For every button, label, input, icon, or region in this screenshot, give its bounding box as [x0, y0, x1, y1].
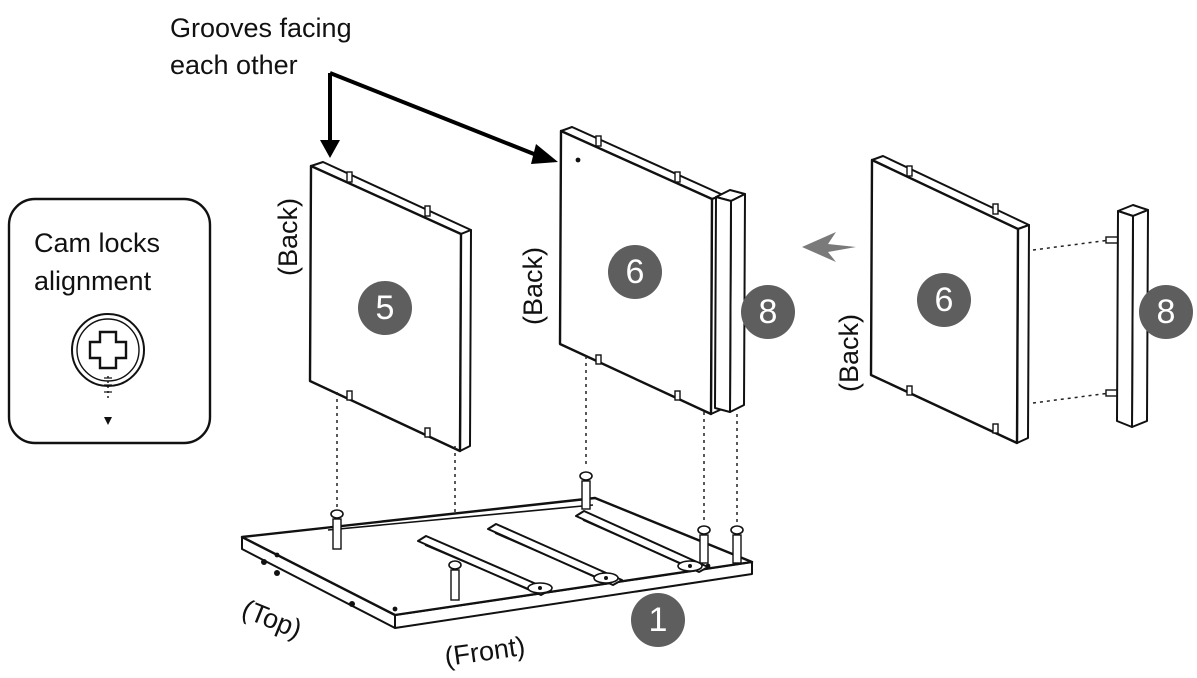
cam-locks-callout: Cam locks alignment: [7, 197, 212, 445]
badge-1: [631, 593, 685, 647]
panel-6-right: 6: [869, 155, 1030, 445]
base-panel-1: 1: [240, 471, 754, 647]
rail-8-middle: 8: [714, 189, 795, 413]
cam-screw: [448, 560, 462, 601]
top-label: (Top): [238, 594, 306, 645]
rail-8-right: 8: [1032, 204, 1193, 428]
alignment-guides: [336, 356, 738, 560]
grooves-label-line1: Grooves facing: [170, 13, 352, 43]
badge-8-middle: [741, 285, 795, 339]
badge-8-right: [1139, 285, 1193, 339]
callout-label-line1: Cam locks: [34, 228, 160, 258]
badge-6-right: [917, 273, 971, 327]
grooves-label-line2: each other: [170, 50, 298, 80]
badge-1-number: 1: [649, 601, 668, 639]
back-label-middle: (Back): [518, 247, 548, 325]
badge-6-middle: [608, 245, 662, 299]
grooves-arrows: [320, 71, 558, 164]
badge-6-middle-number: 6: [626, 253, 645, 291]
panel-6-middle: 6: [558, 126, 724, 416]
callout-label-line2: alignment: [34, 266, 152, 296]
cam-screw: [730, 525, 744, 564]
badge-5-number: 5: [376, 289, 395, 327]
back-label-left: (Back): [273, 198, 303, 276]
cam-lock-cross-icon: [71, 313, 145, 425]
badge-6-right-number: 6: [935, 281, 954, 319]
back-label-right: (Back): [834, 314, 864, 392]
badge-8-right-number: 8: [1157, 293, 1176, 331]
arrow-left-icon: [802, 232, 856, 262]
badge-5: [358, 281, 412, 335]
panel-5: 5: [308, 161, 472, 453]
cam-screw: [330, 509, 344, 550]
badge-8-middle-number: 8: [759, 293, 778, 331]
cam-screw: [579, 471, 593, 510]
cam-screw: [697, 525, 711, 564]
front-label: (Front): [443, 631, 527, 672]
